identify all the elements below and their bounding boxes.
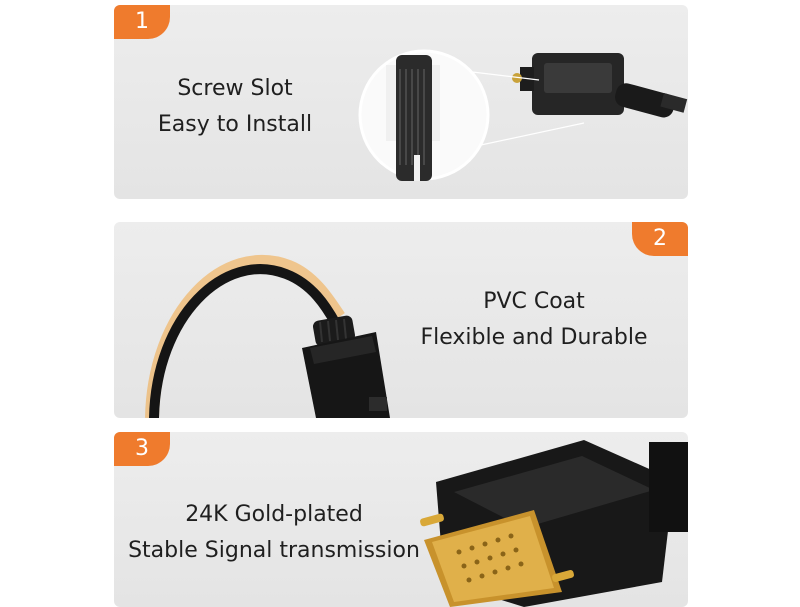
feature-caption-3: 24K Gold-plated Stable Signal transmissi… <box>124 497 424 569</box>
feature-caption-2: PVC Coat Flexible and Durable <box>414 284 654 356</box>
feature-subtitle-3: Stable Signal transmission <box>128 538 420 563</box>
gold-contact-block-icon <box>420 510 574 607</box>
feature-caption-1: Screw Slot Easy to Install <box>150 71 320 143</box>
cable-illustration <box>145 255 390 418</box>
step-badge-3: 3 <box>114 432 170 466</box>
feature-card-pvc-coat: 2 PVC Coat Flexible and Durable <box>114 222 688 418</box>
feature-subtitle-1: Easy to Install <box>157 112 313 137</box>
strain-relief-icon <box>312 315 356 347</box>
feature-card-gold-plated: 3 24K Gold-plated Stable Signal transmis… <box>114 432 688 607</box>
feature-title-3: 24K Gold-plated <box>185 502 363 527</box>
feature-card-screw-slot: 1 Screw Slot Easy to Install <box>114 5 688 199</box>
step-badge-2: 2 <box>632 222 688 256</box>
dvi-connector-icon <box>512 53 688 118</box>
connector-body-icon <box>302 332 390 418</box>
feature-title-2: PVC Coat <box>483 289 585 314</box>
feature-subtitle-2: Flexible and Durable <box>420 325 648 350</box>
thumbscrew-closeup-illustration <box>358 49 688 181</box>
feature-title-1: Screw Slot <box>177 76 293 101</box>
step-badge-1: 1 <box>114 5 170 39</box>
gold-plug-illustration <box>420 440 688 607</box>
magnifier-circle <box>358 49 490 181</box>
